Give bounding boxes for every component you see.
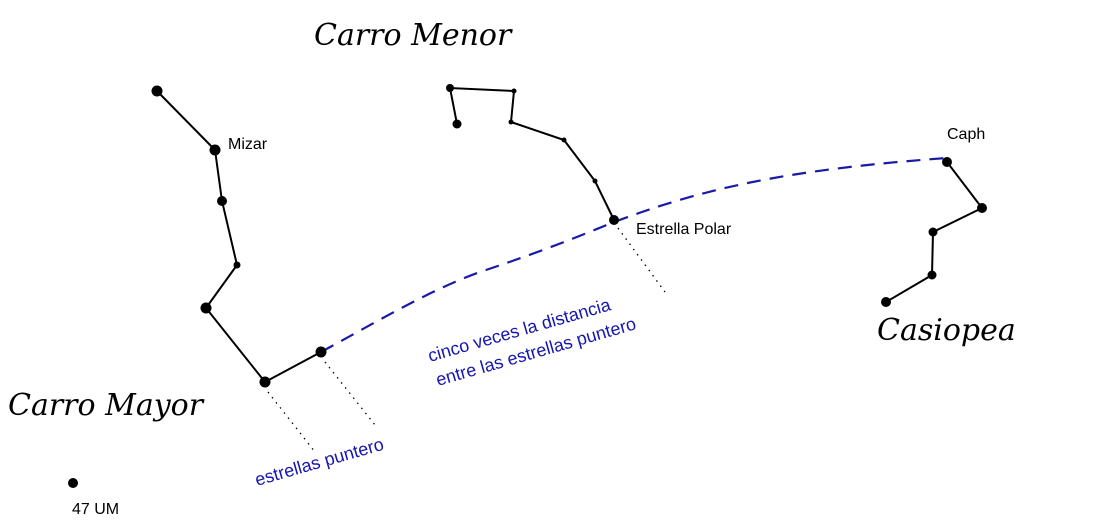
polaris-guide — [617, 227, 666, 293]
star — [928, 227, 938, 237]
star — [511, 88, 517, 94]
mizar-label: Mizar — [228, 136, 268, 153]
star — [452, 119, 462, 129]
star — [592, 178, 598, 184]
pointer-guide-2 — [324, 361, 376, 426]
star — [977, 203, 987, 213]
star-mizar — [209, 144, 221, 156]
cassiopeia-title: Casiopea — [877, 313, 1016, 348]
ursa-minor-lines — [448, 86, 615, 221]
star — [315, 346, 327, 358]
star — [927, 270, 937, 280]
ursa-major-lines — [156, 90, 322, 384]
star — [561, 137, 567, 143]
dotted-guides — [267, 227, 666, 453]
star-47um — [68, 478, 78, 488]
star — [259, 376, 271, 388]
star — [217, 196, 227, 206]
star — [508, 119, 514, 125]
star — [881, 297, 891, 307]
pointer-guide-1 — [267, 391, 316, 453]
star — [151, 85, 163, 97]
star-polaris — [609, 215, 619, 225]
star — [200, 302, 212, 314]
ursa-minor-title: Carro Menor — [314, 18, 513, 53]
star-caph — [942, 157, 952, 167]
pointer-stars-label: estrellas puntero — [253, 434, 386, 490]
star — [446, 84, 454, 92]
ursa-major-title: Carro Mayor — [8, 388, 205, 423]
caph-label: Caph — [947, 126, 985, 143]
stars — [68, 84, 987, 488]
pointer-dashed-line — [320, 156, 948, 353]
47um-label: 47 UM — [72, 501, 119, 518]
polaris-label: Estrella Polar — [636, 221, 732, 238]
star — [233, 261, 241, 269]
